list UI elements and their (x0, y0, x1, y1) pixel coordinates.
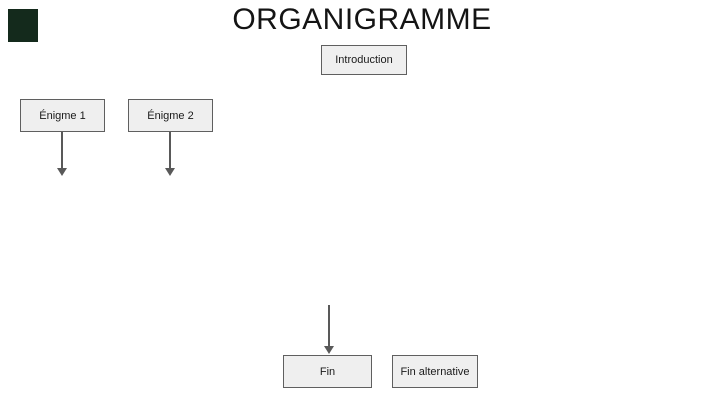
node-fin-alternative-label: Fin alternative (400, 365, 470, 378)
node-enigme-1[interactable]: Énigme 1 (20, 99, 105, 132)
arrowhead-down-icon (57, 168, 67, 176)
embedded-media-thumbnail[interactable] (8, 9, 38, 42)
arrowhead-down-icon (324, 346, 334, 354)
node-enigme-2[interactable]: Énigme 2 (128, 99, 213, 132)
arrow-shaft (328, 305, 330, 346)
node-enigme-1-label: Énigme 1 (39, 109, 86, 122)
node-enigme-2-label: Énigme 2 (147, 109, 194, 122)
node-fin-label: Fin (319, 365, 336, 378)
arrowhead-down-icon (165, 168, 175, 176)
node-fin[interactable]: Fin (283, 355, 372, 388)
arrow-shaft (169, 132, 171, 168)
node-introduction-label: Introduction (335, 54, 393, 66)
node-fin-alternative[interactable]: Fin alternative (392, 355, 478, 388)
arrow-shaft (61, 132, 63, 168)
node-introduction[interactable]: Introduction (321, 45, 407, 75)
page-title: ORGANIGRAMME (232, 3, 492, 36)
